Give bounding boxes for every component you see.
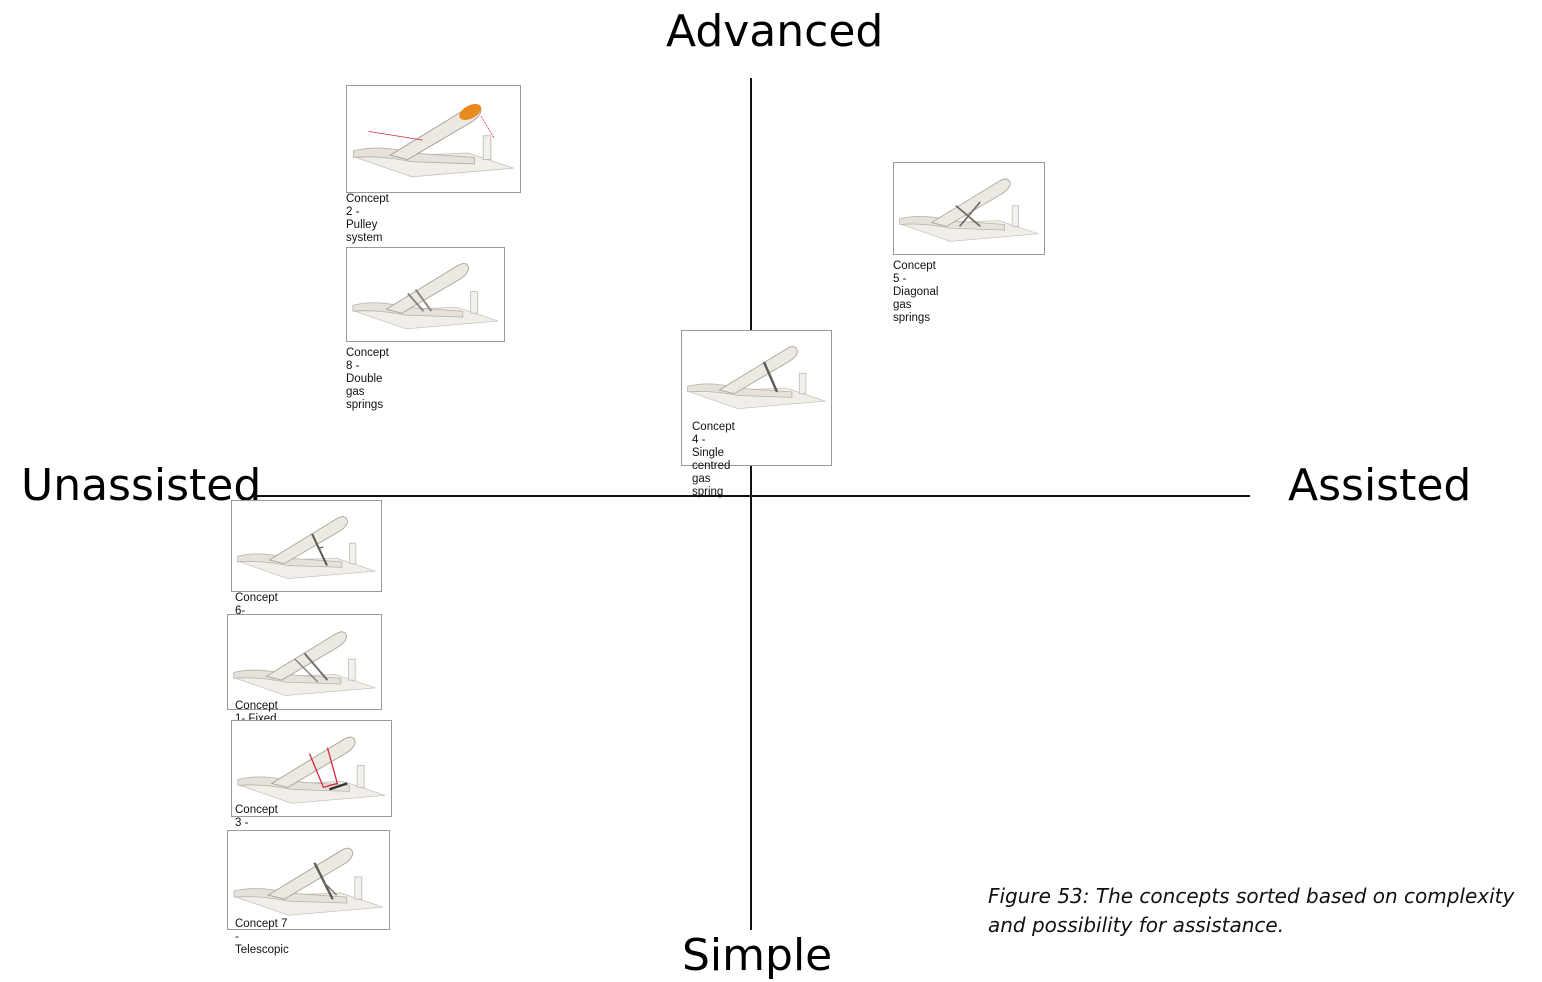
concept-sketch bbox=[353, 103, 514, 178]
concept-label: Concept 8 - Double gas springs bbox=[346, 347, 389, 411]
concept-image bbox=[231, 720, 392, 817]
concept-image bbox=[346, 85, 521, 193]
axis-label-simple: Simple bbox=[682, 930, 833, 981]
horizontal-axis-line bbox=[252, 495, 1250, 497]
concept-image bbox=[346, 247, 505, 342]
concept-sketch bbox=[687, 346, 826, 409]
concept-sketch bbox=[899, 178, 1039, 242]
figure-caption: Figure 53: The concepts sorted based on … bbox=[988, 884, 1515, 937]
concept-image bbox=[681, 330, 832, 466]
concept-label: Concept 5 - Diagonal gas springs bbox=[893, 260, 939, 324]
concept-image bbox=[231, 500, 382, 592]
axis-label-advanced: Advanced bbox=[666, 6, 884, 57]
concept-sketch bbox=[237, 516, 376, 579]
concept-sketch bbox=[237, 736, 386, 804]
concept-label: Concept 2 - Pulley system bbox=[346, 193, 389, 244]
concept-image bbox=[893, 162, 1045, 255]
vertical-axis-line bbox=[750, 78, 752, 930]
concept-image bbox=[227, 614, 382, 710]
concept-sketch bbox=[233, 847, 384, 916]
concept-sketch bbox=[233, 631, 376, 696]
concept-sketch bbox=[352, 263, 499, 330]
axis-label-assisted: Assisted bbox=[1288, 460, 1472, 511]
concept-image bbox=[227, 830, 390, 930]
concept-label: Concept 4 - Single centred gas spring bbox=[692, 421, 735, 498]
concept-label: Concept 7 - Telescopic bbox=[235, 918, 289, 956]
axis-label-unassisted: Unassisted bbox=[21, 460, 262, 511]
